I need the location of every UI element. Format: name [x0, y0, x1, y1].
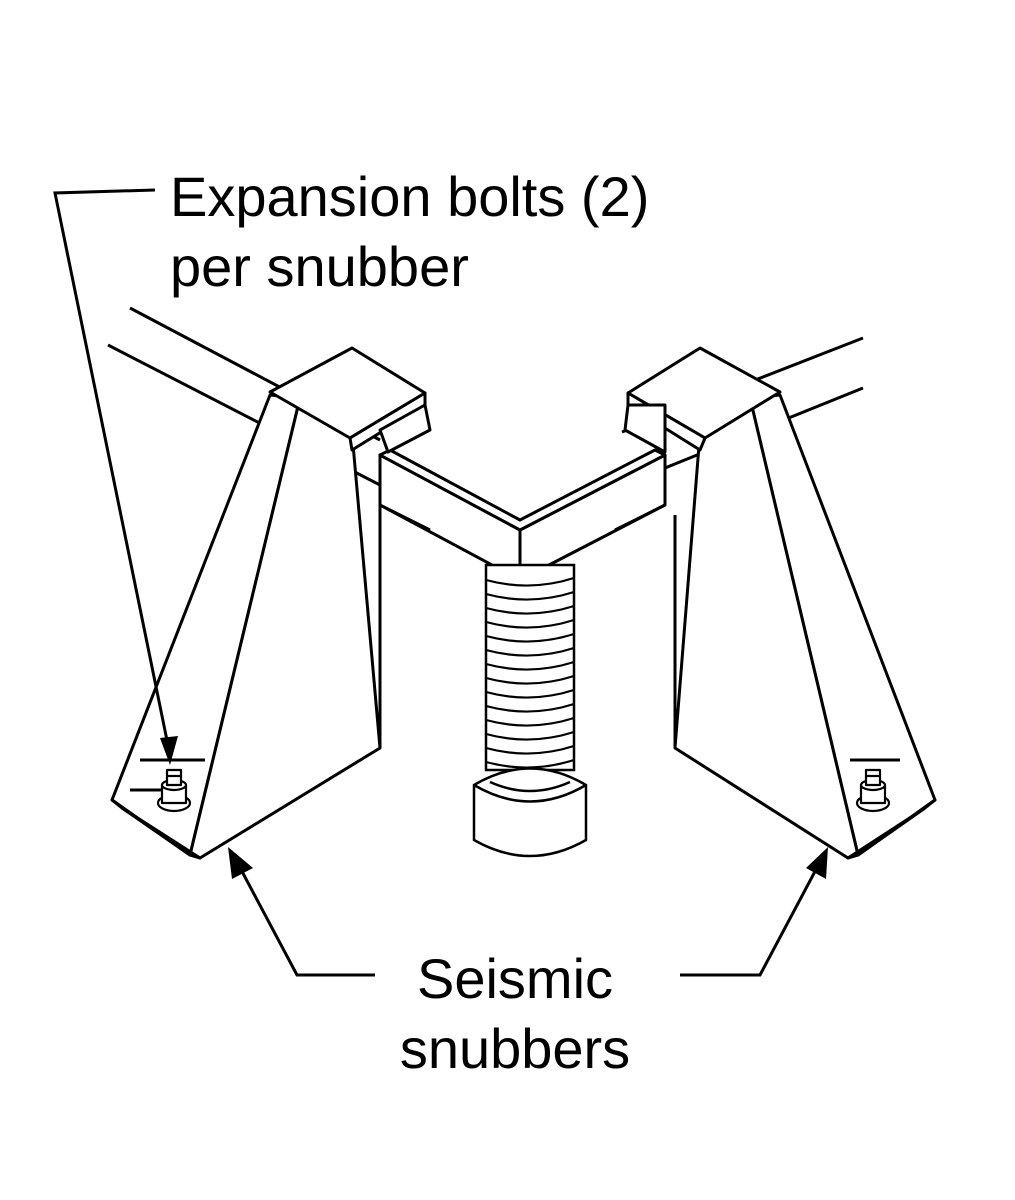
- seismic-snubbers-label: Seismic snubbers: [385, 944, 645, 1084]
- snubber-arrowhead-right: [806, 847, 828, 879]
- bolts-arrowhead: [160, 736, 178, 765]
- expansion-bolts-label: Expansion bolts (2) per snubber: [170, 162, 649, 302]
- expansion-bolt-right: [855, 768, 891, 813]
- frame-beam: [378, 448, 667, 582]
- seismic-snubbers-label-line1: Seismic: [416, 947, 614, 1010]
- expansion-bolts-label-line1: Expansion bolts (2): [170, 165, 650, 228]
- expansion-bolts-label-line2: per snubber: [170, 235, 469, 298]
- seismic-snubbers-label-line2: snubbers: [399, 1017, 631, 1080]
- snubbers-leader-lines: [228, 847, 828, 977]
- expansion-bolt-left: [156, 768, 192, 813]
- bolts-leader-line: [53, 188, 178, 765]
- right-snubber: [623, 346, 937, 860]
- isolator-base: [472, 767, 588, 858]
- left-snubber: [110, 346, 432, 860]
- snubber-arrowhead-left: [228, 847, 253, 879]
- spring-isolator: [472, 563, 588, 858]
